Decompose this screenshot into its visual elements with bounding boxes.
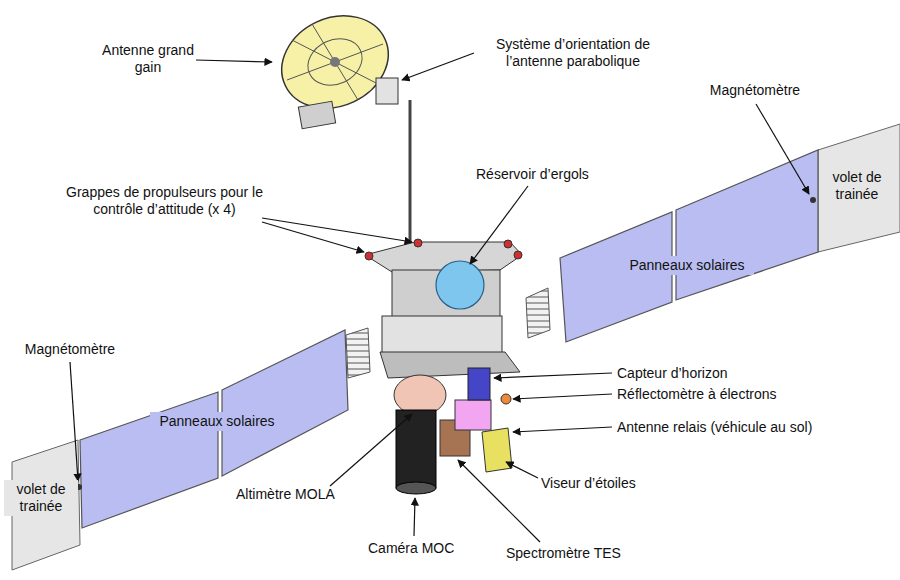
thruster-cluster (365, 239, 522, 260)
part-label: Caméra MOC (368, 540, 454, 557)
part-label: Spectromètre TES (506, 545, 621, 562)
magnetometer (810, 197, 816, 203)
part-label: Capteur d’horizon (617, 365, 728, 382)
solar-panel (560, 212, 672, 342)
panel-label: Panneaux solaires (150, 412, 284, 431)
leader-lines (70, 53, 809, 542)
propellant-tank (436, 261, 484, 309)
spacecraft-bus (365, 242, 522, 378)
drag-flap (818, 124, 900, 252)
electron-reflectometer-box (455, 400, 491, 430)
electron-reflectometer (501, 394, 511, 404)
antenna-boom (409, 100, 412, 248)
part-label: Magnétomètre (700, 82, 810, 99)
part-label: Système d’orientation de l’antenne parab… (478, 36, 668, 70)
panel-label: Panneaux solaires (620, 256, 754, 275)
moc-camera (396, 482, 436, 494)
mola-altimeter (394, 375, 446, 415)
part-label: Grappes de propulseurs pour le contrôle … (62, 184, 267, 218)
part-label: volet de trainée (4, 480, 78, 516)
part-label: Réservoir d’ergols (476, 166, 589, 183)
high-gain-antenna (267, 0, 404, 129)
part-label: Antenne relais (véhicule au sol) (617, 419, 812, 436)
radiator (346, 328, 370, 378)
part-label: volet de trainée (820, 168, 894, 204)
radiator (526, 288, 550, 338)
solar-panel (222, 330, 348, 476)
moc-camera (396, 410, 436, 488)
part-label: Viseur d’étoiles (541, 475, 636, 492)
part-label: Antenne grand gain (100, 42, 196, 76)
relay-antenna (482, 428, 512, 472)
horizon-sensor (468, 368, 490, 400)
part-label: Altimètre MOLA (236, 486, 335, 503)
part-label: Réflectomètre à électrons (617, 386, 777, 403)
part-label: Magnétomètre (18, 341, 122, 358)
